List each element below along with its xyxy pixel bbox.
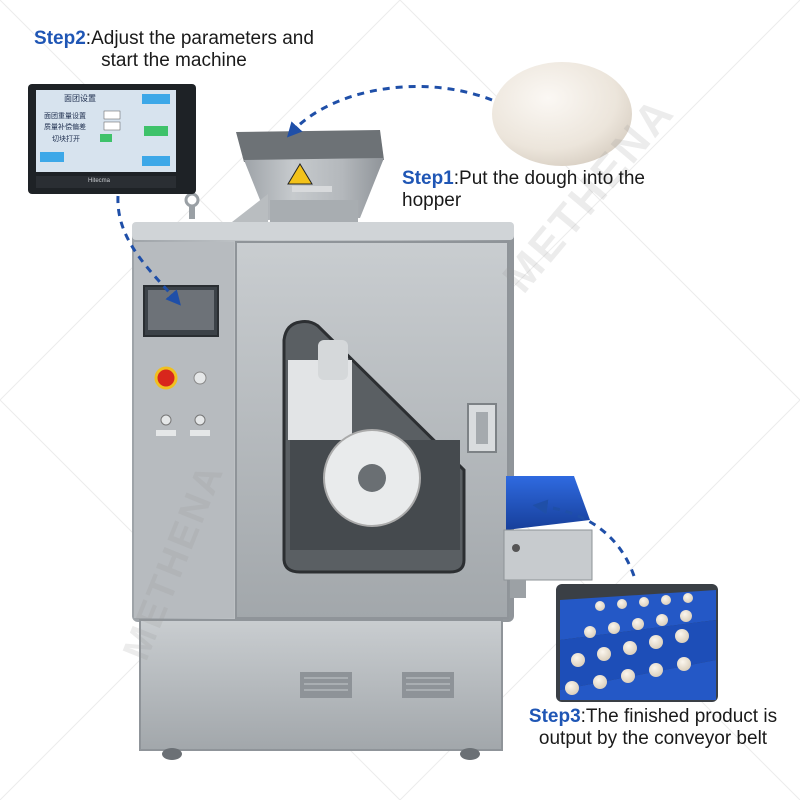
hmi-title: 面团设置 (64, 94, 96, 103)
conveyor-belt (503, 476, 593, 598)
step3-title: Step3 (528, 706, 581, 727)
hmi-row-weight: 面团重量设置 (44, 113, 86, 120)
arrow-dough-to-hopper (286, 85, 493, 138)
hopper (232, 130, 384, 222)
step1-label: Step1:Put the dough into the hopper (402, 168, 702, 212)
arrow-screen-to-panel (116, 195, 181, 306)
lifting-eye (184, 192, 200, 208)
hmi-row-compensation: 质量补偿偏差 (44, 124, 86, 131)
step2-label: Step2:Adjust the parameters and start th… (24, 28, 324, 72)
selector-switch (160, 414, 172, 426)
dough-ball (492, 62, 632, 166)
step3-description: :The finished product is output by the c… (538, 706, 778, 749)
step2-title: Step2 (34, 28, 86, 49)
conveyor-photo (556, 584, 718, 702)
step1-title: Step1 (402, 168, 454, 189)
step1-description: :Put the dough into the hopper (402, 168, 645, 211)
step3-label: Step3:The finished product is output by … (508, 706, 798, 750)
hmi-brand: Hitecma (88, 178, 111, 184)
flow-arrows (116, 85, 636, 577)
dough-ball-row (565, 593, 693, 695)
arrow-belt-to-photo (532, 499, 636, 577)
emergency-stop-button (154, 366, 178, 390)
cabinet (132, 222, 514, 760)
step2-description: :Adjust the parameters and start the mac… (85, 28, 314, 71)
indicator-light (193, 371, 207, 385)
hmi-screen-photo (28, 84, 196, 194)
hmi-row-cutting: 切块打开 (52, 136, 80, 143)
